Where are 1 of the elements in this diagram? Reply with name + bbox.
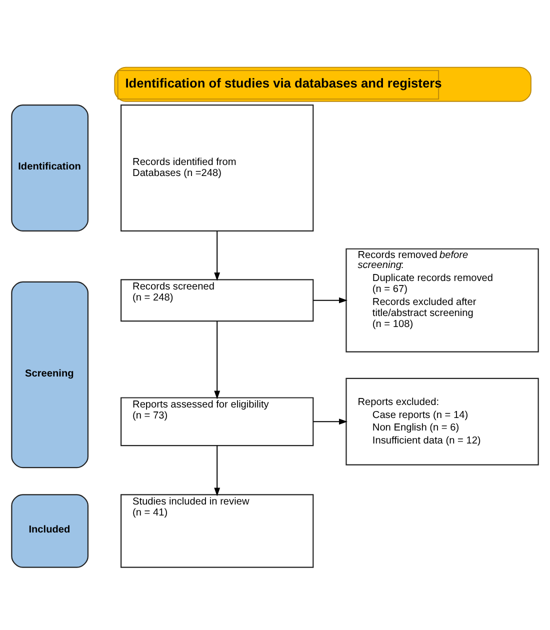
diagram-title: Identification of studies via databases and registers [125, 74, 442, 90]
